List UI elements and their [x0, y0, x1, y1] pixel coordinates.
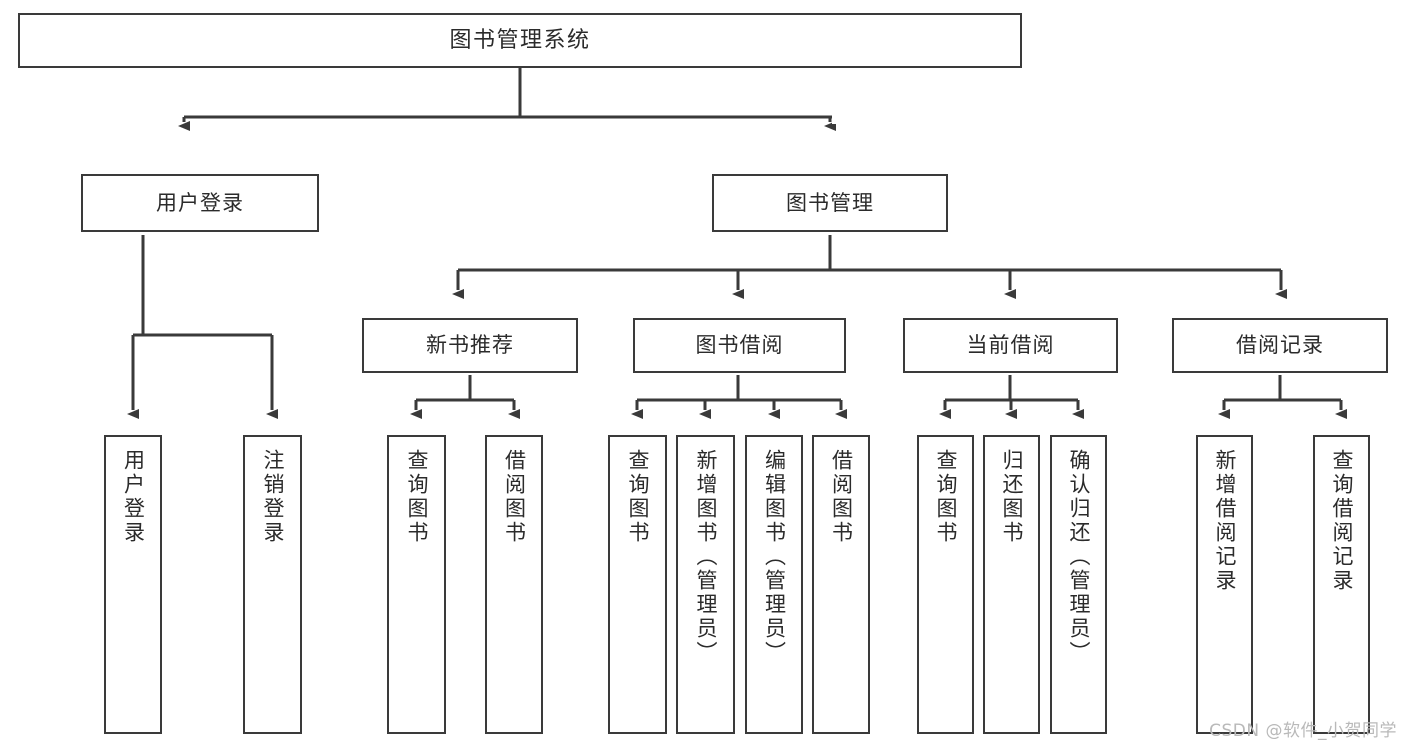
node-label: 借阅图书 — [502, 449, 527, 545]
node-book-borrow[interactable]: 图书借阅 — [633, 318, 846, 373]
node-label: 查询图书 — [405, 449, 429, 545]
leaf-recommend-query-book[interactable]: 查询图书 — [387, 435, 446, 734]
node-root-system[interactable]: 图书管理系统 — [18, 13, 1022, 68]
node-borrow-record[interactable]: 借阅记录 — [1172, 318, 1388, 373]
node-current-borrow[interactable]: 当前借阅 — [903, 318, 1118, 373]
node-label: 当前借阅 — [966, 333, 1055, 358]
node-label: 用户登录 — [121, 449, 146, 545]
leaf-current-return-book[interactable]: 归还图书 — [983, 435, 1040, 734]
leaf-borrow-borrow-book[interactable]: 借阅图书 — [812, 435, 870, 734]
leaf-current-query-book[interactable]: 查询图书 — [917, 435, 974, 734]
leaf-user-login-login[interactable]: 用户登录 — [104, 435, 162, 734]
leaf-recommend-borrow-book[interactable]: 借阅图书 — [485, 435, 543, 734]
leaf-record-add-record[interactable]: 新增借阅记录 — [1196, 435, 1253, 734]
node-label: 借阅记录 — [1236, 333, 1324, 358]
node-label: 图书管理 — [786, 190, 874, 215]
node-label: 查询借阅记录 — [1330, 449, 1354, 593]
node-label: 新增图书（管理员） — [694, 449, 718, 665]
node-label: 图书借阅 — [695, 333, 784, 358]
node-label: 新增借阅记录 — [1213, 449, 1237, 593]
csdn-watermark: CSDN @软件_小贺同学 — [1209, 721, 1397, 741]
leaf-borrow-add-book-admin[interactable]: 新增图书（管理员） — [676, 435, 735, 734]
leaf-user-login-logout[interactable]: 注销登录 — [243, 435, 302, 734]
node-label: 图书管理系统 — [449, 27, 591, 53]
leaf-borrow-query-book[interactable]: 查询图书 — [608, 435, 667, 734]
node-label: 编辑图书（管理员） — [762, 449, 787, 665]
node-label: 确认归还（管理员） — [1067, 449, 1091, 665]
leaf-record-query-record[interactable]: 查询借阅记录 — [1313, 435, 1370, 734]
node-label: 归还图书 — [1000, 449, 1024, 545]
node-label: 查询图书 — [934, 449, 958, 545]
leaf-borrow-edit-book-admin[interactable]: 编辑图书（管理员） — [745, 435, 803, 734]
node-label: 注销登录 — [261, 449, 285, 545]
node-label: 新书推荐 — [426, 333, 514, 358]
node-label: 用户登录 — [156, 190, 244, 215]
leaf-current-confirm-return-admin[interactable]: 确认归还（管理员） — [1050, 435, 1107, 734]
node-label: 借阅图书 — [829, 449, 854, 545]
node-book-management[interactable]: 图书管理 — [712, 174, 948, 232]
node-label: 查询图书 — [626, 449, 650, 545]
node-user-login[interactable]: 用户登录 — [81, 174, 319, 232]
node-new-book-recommend[interactable]: 新书推荐 — [362, 318, 578, 373]
